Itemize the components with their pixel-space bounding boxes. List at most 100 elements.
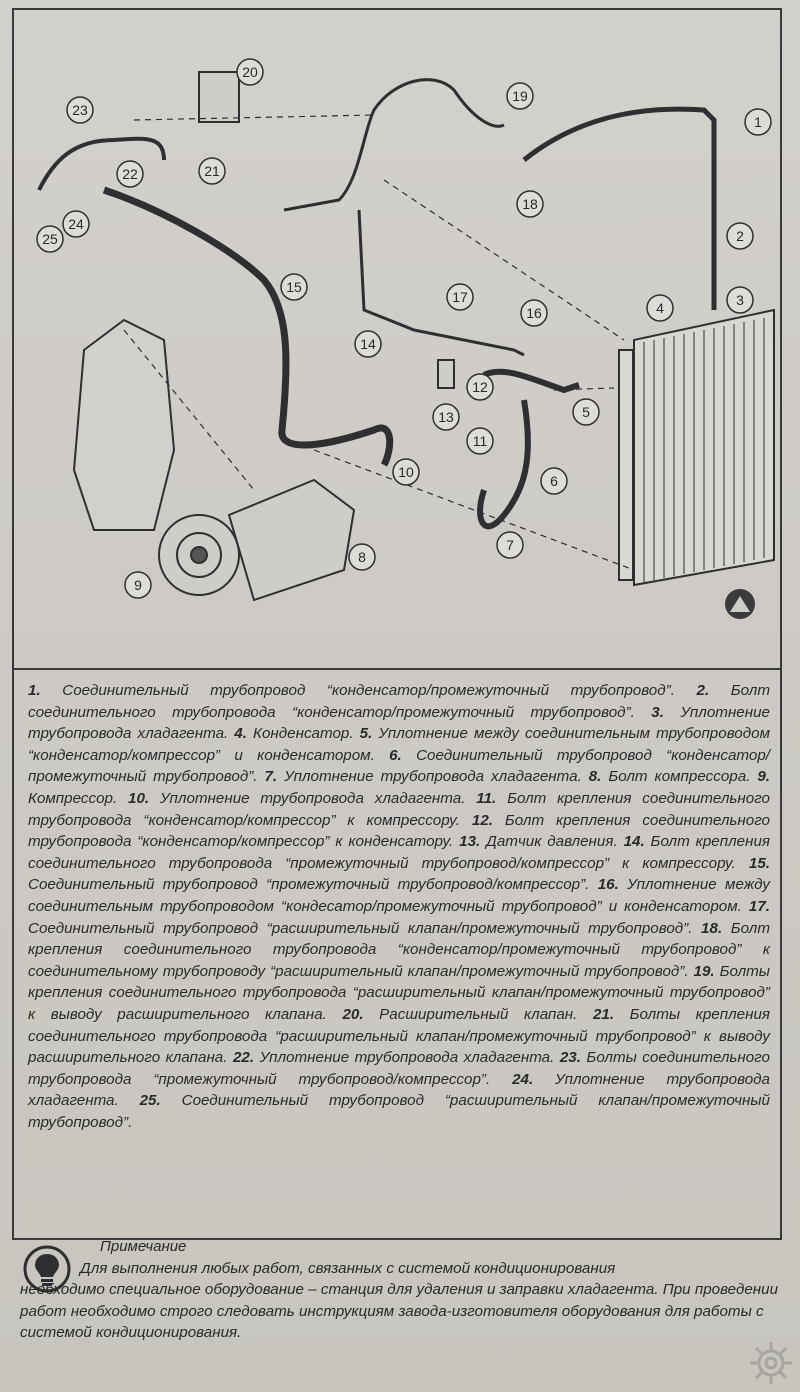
caption-item: 6. Соединительный трубопровод “конденсат… [28,746,771,786]
figure-frame [12,8,782,1240]
caption-item: 24. Уплотнение трубопровода хладагента. [28,1070,770,1110]
caption-item: 19. Болты крепления соединительного труб… [28,962,770,1023]
caption-item: 15. Соединительный трубопровод “промежут… [28,854,770,894]
svg-text:24: 24 [68,216,84,232]
svg-text:8: 8 [358,549,366,565]
svg-text:10: 10 [398,464,414,480]
svg-text:7: 7 [506,537,514,553]
caption-item: 1. Соединительный трубопровод “конденсат… [28,682,697,699]
svg-text:16: 16 [526,305,542,321]
pipe-25 [37,136,166,191]
pipe-upper [283,78,505,212]
svg-text:9: 9 [134,577,142,593]
svg-text:20: 20 [242,64,258,80]
pipe-15 [102,186,394,467]
svg-text:23: 23 [72,102,88,118]
callout-2: 2 [726,222,754,250]
caption-item: 3. Уплотнение трубопровода хладагента. [28,703,770,743]
caption-item: 16. Уплотнение между соединительным труб… [28,876,770,915]
compressor-drawing [158,478,356,602]
callout-8: 8 [348,543,376,571]
condenser-drawing [618,308,775,587]
caption-item: 25. Соединительный трубопровод “расширит… [28,1092,770,1131]
ac-system-diagram: 1 2 3 4 5 6 7 8 9 10 11 12 13 14 15 16 1… [14,10,780,670]
callout-20: 20 [236,58,264,86]
svg-text:19: 19 [512,88,528,104]
caption-item: 18. Болт крепления соединительного трубо… [28,919,770,980]
callout-21: 21 [198,157,226,185]
callout-18: 18 [516,190,544,218]
callout-1: 1 [744,108,772,136]
pipe-6 [477,399,531,530]
callouts: 1 2 3 4 5 6 7 8 9 10 11 12 13 14 15 16 1… [36,58,772,599]
caption-item: 12. Болт крепления соединительного трубо… [28,811,770,851]
svg-text:18: 18 [522,196,538,212]
callout-6: 6 [540,467,568,495]
caption-item: 20. Расширительный клапан. [342,1005,593,1023]
note-line-1: Для выполнения любых работ, связанных с … [80,1260,616,1277]
svg-text:22: 22 [122,166,138,182]
svg-text:12: 12 [472,379,488,395]
callout-4: 4 [646,294,674,322]
svg-text:17: 17 [452,289,468,305]
callout-16: 16 [520,299,548,327]
callout-14: 14 [354,330,382,358]
pipe-1 [522,106,717,310]
callout-10: 10 [392,458,420,486]
svg-text:5: 5 [582,404,590,420]
svg-text:1: 1 [754,114,762,130]
callout-7: 7 [496,531,524,559]
figure-caption: 1. Соединительный трубопровод “конденсат… [28,680,770,1133]
gear-watermark-icon [750,1342,792,1384]
svg-text:4: 4 [656,300,664,316]
svg-text:3: 3 [736,292,744,308]
caption-item: 7. Уплотнение трубопровода хладагента. [264,768,589,786]
svg-text:15: 15 [286,279,302,295]
callout-13: 13 [432,403,460,431]
note-title: Примечание [100,1238,187,1255]
note-text: Для выполнения любых работ, связанных с … [20,1258,790,1344]
callout-24: 24 [62,210,90,238]
caption-item: 9. Компрессор. [28,768,771,807]
callout-9: 9 [124,571,152,599]
caption-item: 11. Болт крепления соединительного трубо… [28,789,770,829]
caption-item: 23. Болты соединительного трубопровода “… [28,1049,770,1088]
caption-item: 13. Датчик давления. [459,833,624,851]
svg-text:13: 13 [438,409,454,425]
caption-item: 2. Болт соединительного трубопровода “ко… [28,682,770,721]
caption-item: 22. Уплотнение трубопровода хладагента. [232,1049,560,1067]
callout-25: 25 [36,225,64,253]
svg-text:2: 2 [736,228,744,244]
bracket-drawing [72,318,176,531]
caption-item: 17. Соединительный трубопровод “расширит… [28,897,770,937]
caption-item: 14. Болт крепления соединительного трубо… [28,833,770,872]
callout-23: 23 [66,96,94,124]
pipe-17 [357,209,525,357]
diagram-drawing: 1 2 3 4 5 6 7 8 9 10 11 12 13 14 15 16 1… [36,58,775,619]
lightbulb-icon [23,1245,71,1293]
callout-11: 11 [466,427,494,455]
caption-item: 5. Уплотнение между соединительным трубо… [28,725,770,764]
svg-text:25: 25 [42,231,58,247]
callout-12: 12 [466,373,494,401]
svg-text:21: 21 [204,163,220,179]
pressure-sensor-drawing [437,359,455,389]
callout-3: 3 [726,286,754,314]
svg-text:14: 14 [360,336,376,352]
note-line-2: необходимо специальное оборудование – ст… [20,1281,779,1342]
caption-item: 8. Болт компрессора. [588,768,758,786]
callout-15: 15 [280,273,308,301]
caption-item: 21. Болты крепления соединительного труб… [28,1005,770,1067]
svg-text:11: 11 [473,433,488,449]
pipe-6-upper [482,368,580,394]
note-block: Примечание Для выполнения любых работ, с… [20,1236,790,1386]
svg-text:6: 6 [550,473,558,489]
callout-5: 5 [572,398,600,426]
publisher-logo [725,589,755,619]
callout-22: 22 [116,160,144,188]
caption-item: 4. Конденсатор. [234,725,360,743]
expansion-valve-drawing [198,71,240,123]
callout-19: 19 [506,82,534,110]
callout-17: 17 [446,283,474,311]
